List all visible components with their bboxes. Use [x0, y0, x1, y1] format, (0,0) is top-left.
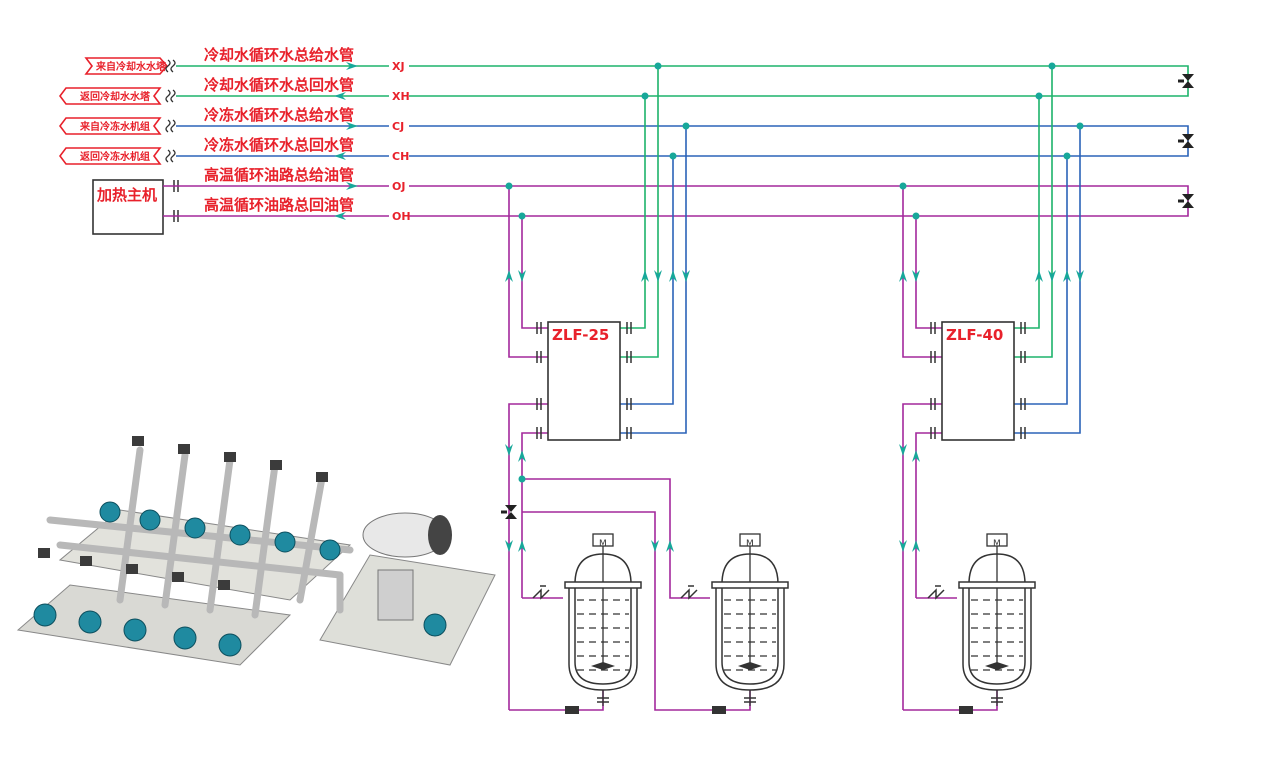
motor-label-3: M	[993, 539, 1001, 549]
source-tags: 来自冷却水水塔 返回冷却水水塔 来自冷冻水机组 返回冷冻水机组	[59, 57, 176, 165]
pipe-label-oj: 高温循环油路总给油管	[204, 166, 354, 184]
reactor-1	[564, 533, 642, 707]
pipe-label-xh: 冷却水循环水总回水管	[204, 76, 354, 94]
pipe-labels: 冷却水循环水总给水管 冷却水循环水总回水管 冷冻水循环水总给水管 冷冻水循环水总…	[204, 46, 354, 214]
heater-label: 加热主机	[96, 186, 157, 204]
unit-group-zlf40	[899, 62, 1084, 710]
source-tag-3: 来自冷冻水机组	[79, 120, 150, 133]
code-oj: OJ	[392, 180, 405, 193]
reactor-piping	[499, 475, 998, 714]
unit-label-zlf40: ZLF-40	[946, 326, 1003, 344]
motor-label-1: M	[599, 539, 607, 549]
pipe-label-oh: 高温循环油路总回油管	[204, 196, 354, 214]
main-headers	[163, 62, 1196, 220]
source-tag-4: 返回冷冻水机组	[80, 150, 150, 163]
reactor-3	[958, 533, 1036, 707]
equipment-3d-render	[16, 436, 496, 666]
code-cj: CJ	[392, 120, 404, 133]
heater-box	[92, 179, 164, 235]
source-tag-2: 返回冷却水水塔	[80, 90, 151, 103]
pipe-codes: XJ XH CJ CH OJ OH	[389, 60, 411, 223]
source-tag-1: 来自冷却水水塔	[95, 60, 167, 73]
pipe-label-cj: 冷冻水循环水总给水管	[204, 106, 354, 124]
reactor-2	[711, 533, 789, 707]
unit-label-zlf25: ZLF-25	[552, 326, 609, 344]
code-xj: XJ	[392, 60, 405, 73]
code-xh: XH	[392, 90, 410, 103]
code-ch: CH	[392, 150, 409, 163]
pipe-label-ch: 冷冻水循环水总回水管	[204, 136, 354, 154]
pipe-label-xj: 冷却水循环水总给水管	[204, 46, 354, 64]
motor-label-2: M	[746, 539, 754, 549]
code-oh: OH	[392, 210, 411, 223]
unit-group-zlf25	[505, 62, 690, 710]
